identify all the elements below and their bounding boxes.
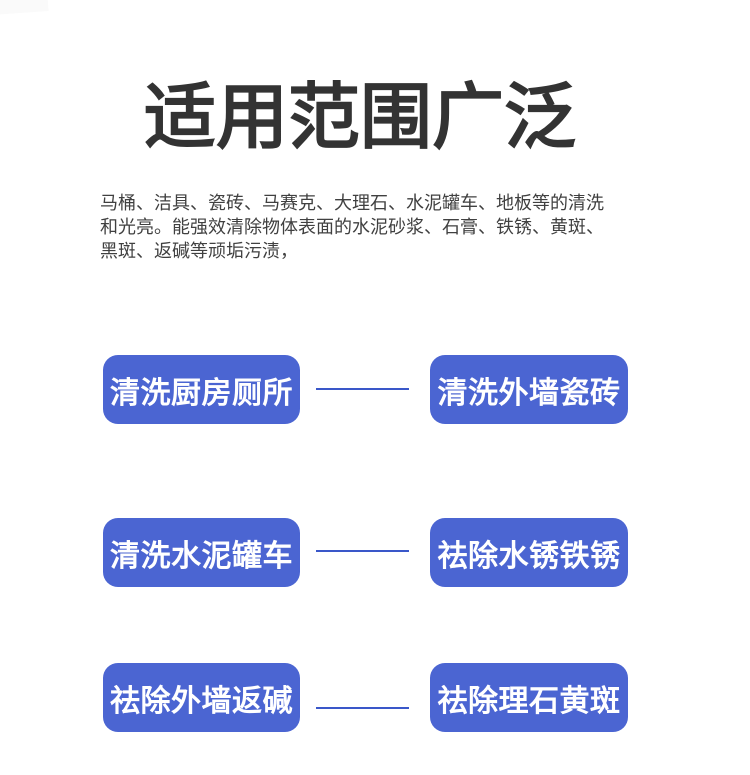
use-case-badge-kitchen-toilet: 清洗厨房厕所 xyxy=(103,355,300,424)
connector-line xyxy=(316,388,409,390)
intro-line: 马桶、洁具、瓷砖、马赛克、大理石、水泥罐车、地板等的清洗 xyxy=(100,193,604,213)
use-case-badge-water-iron-rust: 祛除水锈铁锈 xyxy=(430,518,628,587)
page-title: 适用范围广泛 xyxy=(144,78,577,158)
intro-paragraph: 马桶、洁具、瓷砖、马赛克、大理石、水泥罐车、地板等的清洗 和光亮。能强效清除物体… xyxy=(100,191,660,263)
intro-line: 黑斑、返碱等顽垢污渍， xyxy=(100,241,298,261)
intro-line: 和光亮。能强效清除物体表面的水泥砂浆、石膏、铁锈、黄斑、 xyxy=(100,217,604,237)
use-case-badge-wall-efflorescence: 祛除外墙返碱 xyxy=(103,663,300,732)
connector-line xyxy=(316,550,409,552)
connector-line xyxy=(316,707,409,709)
corner-artifact xyxy=(0,0,49,16)
use-case-badge-cement-tanker: 清洗水泥罐车 xyxy=(103,518,300,587)
use-case-badge-exterior-wall-tiles: 清洗外墙瓷砖 xyxy=(430,355,628,424)
use-case-badge-marble-yellow-stain: 祛除理石黄斑 xyxy=(430,663,628,732)
